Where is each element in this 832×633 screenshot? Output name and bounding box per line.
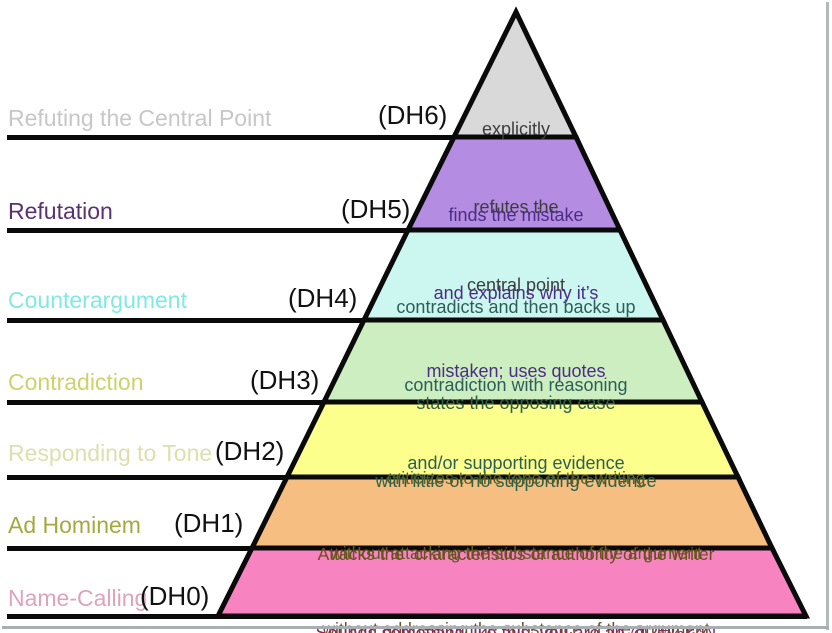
- level-code-dh5: (DH5): [341, 194, 411, 224]
- description-line: contradiction with reasoning: [404, 375, 628, 395]
- level-label-refuting-the-central-point: Refuting the Central Point: [8, 105, 272, 131]
- description-line: central point: [466, 275, 566, 295]
- description-line: finds the mistake: [448, 205, 584, 225]
- level-description-dh5: finds the mistake and explains why it’s …: [376, 150, 656, 436]
- level-description-dh2: criticizes to the tone of the writing wi…: [296, 416, 736, 616]
- level-code-dh3: (DH3): [250, 365, 320, 395]
- divider-line-dh1: [7, 546, 259, 551]
- divider-line-dh5: [7, 228, 417, 233]
- description-line: contradicts and then backs up: [396, 297, 636, 317]
- description-line: states the opposing case: [416, 393, 616, 413]
- divider-line-dh3: [7, 400, 332, 405]
- level-description-dh4: contradicts and then backs up contradict…: [356, 242, 676, 528]
- description-line: explicitly: [481, 119, 551, 139]
- level-label-counterargument: Counterargument: [8, 287, 187, 313]
- image-frame-right-edge: [826, 2, 829, 630]
- description-line: criticizes to the tone of the writing: [386, 468, 646, 488]
- description-line: Attacks the characteristics or authority…: [317, 544, 715, 564]
- image-frame-bottom-edge: [2, 626, 829, 629]
- level-label-ad-hominem: Ad Hominem: [8, 512, 141, 538]
- level-label-refutation: Refutation: [8, 198, 113, 224]
- level-description-dh0: Sounds something like this: you are an @…: [236, 568, 796, 633]
- level-label-responding-to-tone: Responding to Tone: [8, 440, 213, 466]
- description-line: and/or supporting evidence: [407, 453, 625, 473]
- description-line: without attacking the substance of the a…: [330, 543, 702, 563]
- level-code-dh6: (DH6): [378, 100, 448, 130]
- level-code-dh4: (DH4): [288, 283, 358, 313]
- level-description-dh3: states the opposing case with little or …: [326, 338, 706, 546]
- description-line: with little or no supporting evidence: [375, 471, 657, 491]
- description-line: mistaken; uses quotes: [426, 361, 606, 381]
- description-line: refutes the: [473, 197, 559, 217]
- level-description-dh6: explicitly refutes the central point: [436, 64, 596, 350]
- pyramid-level-shape-dh0: [213, 545, 811, 619]
- level-label-name-calling: Name-Calling: [8, 585, 148, 611]
- level-code-dh1: (DH1): [174, 508, 244, 538]
- level-label-contradiction: Contradiction: [8, 369, 144, 395]
- divider-line-dh6: [7, 135, 462, 140]
- divider-line-dh4: [7, 318, 372, 323]
- level-code-dh2: (DH2): [215, 436, 285, 466]
- level-code-dh0: (DH0): [140, 581, 210, 611]
- description-line: and explains why it’s: [433, 283, 599, 303]
- divider-line-dh2: [7, 475, 295, 480]
